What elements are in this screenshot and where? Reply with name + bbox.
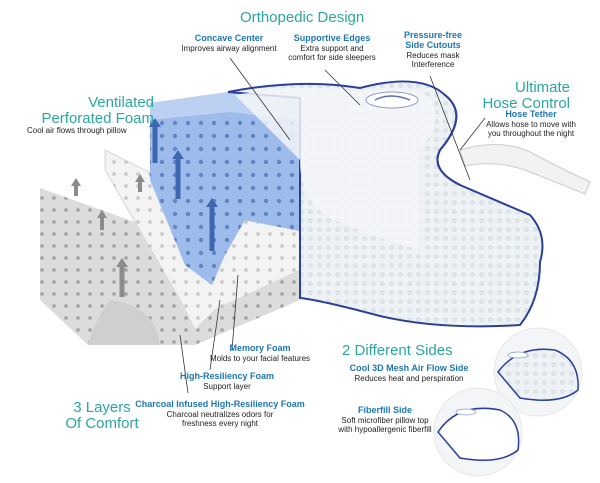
- hose-tether-strap: [459, 143, 591, 195]
- heading-line: 3 Layers: [73, 399, 131, 416]
- heading-line: Perforated Foam: [41, 109, 154, 127]
- callout-title: Cool 3D Mesh Air Flow Side: [349, 363, 469, 373]
- callout-text: with hypoallergenic fiberfill: [338, 425, 432, 435]
- callout-text: comfort for side sleepers: [288, 53, 376, 63]
- callout-title: Memory Foam: [229, 343, 291, 353]
- callout-text: Reduces heat and perspiration: [354, 373, 464, 383]
- ventilated-text: Cool air flows through pillow: [27, 126, 127, 135]
- callout-text: Extra support and: [300, 43, 364, 53]
- heading-line: Ultimate: [514, 79, 570, 96]
- callout-text: Support layer: [203, 381, 251, 391]
- callout-title: Side Cutouts: [405, 39, 461, 50]
- callout-side-cutouts: Pressure-free Side Cutouts Reduces mask …: [388, 30, 478, 69]
- heading-line: Hose Control: [482, 94, 570, 112]
- arrow-up-icon: [149, 118, 218, 251]
- callout-text: Reduces mask: [406, 50, 460, 60]
- pillow-thumbnail: [493, 327, 583, 417]
- heading-two-sides: 2 Different Sides: [342, 342, 453, 359]
- callout-text: freshness every night: [181, 419, 259, 429]
- callout-memory-foam: Memory Foam Molds to your facial feature…: [195, 343, 325, 363]
- callout-title: Fiberfill Side: [357, 405, 412, 415]
- callout-mesh-side: Cool 3D Mesh Air Flow Side Reduces heat …: [334, 363, 484, 383]
- callout-title: High-Resiliency Foam: [179, 371, 275, 381]
- heading-orthopedic-design: Orthopedic Design: [240, 9, 365, 26]
- heading-three-layers: 3 Layers Of Comfort: [52, 400, 152, 432]
- callout-fiberfill-side: Fiberfill Side Soft microfiber pillow to…: [325, 405, 445, 435]
- callout-title: Pressure-free: [403, 30, 463, 40]
- callout-title: Supportive Edges: [293, 33, 371, 43]
- heading-line: Ventilated: [88, 94, 154, 111]
- callout-text: Allows hose to move with: [486, 119, 576, 129]
- callout-text: Soft microfiber pillow top: [341, 415, 429, 425]
- callout-resiliency-foam: High-Resiliency Foam Support layer: [162, 371, 292, 391]
- callout-text: Molds to your facial features: [209, 353, 311, 363]
- heading-hose-control: Ultimate Hose Control: [440, 80, 570, 112]
- pillow-thumbnail: [433, 387, 523, 477]
- brand-logo: [365, 91, 419, 109]
- callout-text: you throughout the night: [487, 129, 575, 139]
- arrow-up-icon: [71, 174, 145, 297]
- callout-concave-center: Concave Center Improves airway alignment: [164, 33, 294, 53]
- callout-hose-tether: Hose Tether Allows hose to move with you…: [472, 109, 590, 139]
- callout-title: Charcoal Infused High-Resiliency Foam: [135, 399, 305, 409]
- heading-line: Of Comfort: [65, 414, 139, 432]
- callout-title: Hose Tether: [505, 109, 557, 119]
- callout-text: Improves airway alignment: [181, 43, 277, 53]
- callout-charcoal-foam: Charcoal Infused High-Resiliency Foam Ch…: [110, 399, 330, 429]
- callout-title: Concave Center: [194, 33, 264, 43]
- callout-text: Charcoal neutralizes odors for: [166, 409, 274, 419]
- callout-supportive-edges: Supportive Edges Extra support and comfo…: [277, 33, 387, 63]
- heading-ventilated-foam: Ventilated Perforated Foam: [14, 95, 154, 127]
- callout-text: Interference: [411, 59, 455, 69]
